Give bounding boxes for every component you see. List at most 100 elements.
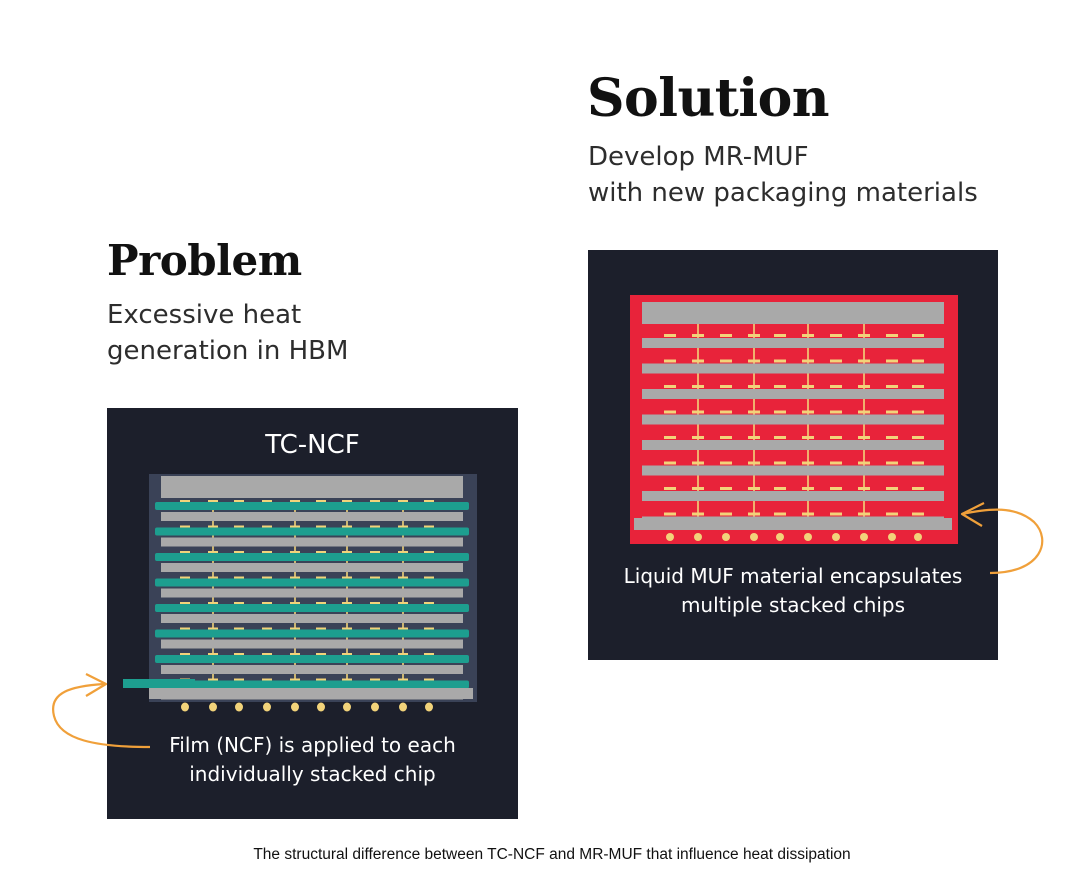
ncf-micro-bump (180, 525, 190, 529)
ncf-micro-bump (262, 653, 272, 656)
ncf-base-bump (263, 702, 271, 712)
muf-micro-bump (774, 359, 786, 363)
problem-subtitle-line: generation in HBM (107, 335, 349, 366)
ncf-base-die (149, 688, 473, 699)
ncf-core-die (161, 665, 463, 674)
ncf-micro-bump (370, 551, 380, 554)
ncf-micro-bump (262, 627, 272, 631)
tc-ncf-note-line: individually stacked chip (189, 762, 436, 786)
muf-base-bump (722, 533, 730, 541)
muf-micro-bump (774, 512, 786, 516)
ncf-film-layer (155, 604, 469, 612)
ncf-core-die (161, 512, 463, 521)
muf-micro-bump (912, 487, 924, 490)
muf-core-die (642, 440, 944, 450)
ncf-micro-bump (234, 525, 244, 529)
muf-micro-bump (830, 436, 842, 439)
muf-micro-bump (664, 334, 676, 337)
ncf-core-die (161, 588, 463, 598)
ncf-micro-bump (234, 678, 244, 682)
ncf-micro-bump (424, 678, 434, 682)
muf-micro-bump (886, 487, 898, 490)
muf-micro-bump (720, 461, 732, 465)
muf-micro-bump (664, 359, 676, 363)
ncf-micro-bump (262, 576, 272, 580)
ncf-core-die (161, 639, 463, 649)
muf-micro-bump (664, 487, 676, 490)
muf-micro-bump (912, 512, 924, 516)
ncf-micro-bump (370, 678, 380, 682)
ncf-micro-bump (424, 500, 434, 503)
muf-micro-bump (912, 385, 924, 388)
muf-top-die (642, 302, 944, 324)
ncf-micro-bump (316, 602, 326, 605)
ncf-top-die (161, 476, 463, 498)
ncf-micro-bump (234, 602, 244, 605)
ncf-micro-bump (316, 576, 326, 580)
muf-base-bump (776, 533, 784, 541)
ncf-micro-bump (234, 551, 244, 554)
mr-muf-note-line: Liquid MUF material encapsulates (623, 564, 963, 588)
ncf-micro-bump (180, 653, 190, 656)
ncf-film-layer (155, 655, 469, 663)
ncf-micro-bump (262, 678, 272, 682)
muf-micro-bump (664, 436, 676, 439)
muf-micro-bump (830, 359, 842, 363)
muf-base-die (634, 518, 952, 530)
muf-micro-bump (720, 512, 732, 516)
ncf-micro-bump (180, 627, 190, 631)
ncf-base-bump (181, 702, 189, 712)
ncf-base-bump (209, 702, 217, 712)
ncf-core-die (161, 563, 463, 572)
ncf-film-layer (155, 553, 469, 561)
ncf-film-layer (155, 502, 469, 510)
ncf-micro-bump (234, 500, 244, 503)
muf-micro-bump (774, 487, 786, 490)
ncf-micro-bump (316, 627, 326, 631)
ncf-micro-bump (234, 653, 244, 656)
tc-ncf-panel-title: TC-NCF (265, 430, 360, 460)
solution-subtitle-line: with new packaging materials (588, 177, 978, 208)
ncf-micro-bump (180, 500, 190, 503)
muf-micro-bump (912, 359, 924, 363)
muf-micro-bump (774, 461, 786, 465)
muf-micro-bump (664, 410, 676, 414)
muf-micro-bump (720, 359, 732, 363)
mr-muf-note-line: multiple stacked chips (680, 593, 906, 617)
muf-micro-bump (886, 334, 898, 337)
ncf-micro-bump (370, 500, 380, 503)
ncf-micro-bump (424, 653, 434, 656)
muf-micro-bump (830, 385, 842, 388)
muf-micro-bump (912, 410, 924, 414)
ncf-micro-bump (262, 525, 272, 529)
solution-subtitle: Develop MR-MUF with new packaging materi… (588, 140, 978, 212)
muf-core-die (642, 465, 944, 476)
tc-ncf-diagram (123, 474, 477, 712)
muf-micro-bump (912, 461, 924, 465)
ncf-base-bump (235, 702, 243, 712)
muf-micro-bump (720, 410, 732, 414)
muf-base-bump (832, 533, 840, 541)
muf-core-die (642, 414, 944, 425)
muf-micro-bump (774, 385, 786, 388)
ncf-base-bump (317, 702, 325, 712)
muf-base-bump (860, 533, 868, 541)
ncf-base-bump (399, 702, 407, 712)
ncf-micro-bump (316, 653, 326, 656)
muf-micro-bump (830, 461, 842, 465)
ncf-base-bump (291, 702, 299, 712)
tc-ncf-note: Film (NCF) is applied to each individual… (107, 731, 518, 789)
muf-base-bump (694, 533, 702, 541)
ncf-micro-bump (370, 602, 380, 605)
ncf-micro-bump (370, 653, 380, 656)
ncf-micro-bump (370, 627, 380, 631)
muf-micro-bump (664, 461, 676, 465)
mr-muf-panel: Liquid MUF material encapsulates multipl… (588, 250, 998, 660)
muf-base-bump (888, 533, 896, 541)
muf-micro-bump (886, 512, 898, 516)
ncf-core-die (161, 614, 463, 623)
muf-micro-bump (886, 359, 898, 363)
ncf-micro-bump (424, 627, 434, 631)
muf-micro-bump (830, 410, 842, 414)
ncf-micro-bump (262, 602, 272, 605)
